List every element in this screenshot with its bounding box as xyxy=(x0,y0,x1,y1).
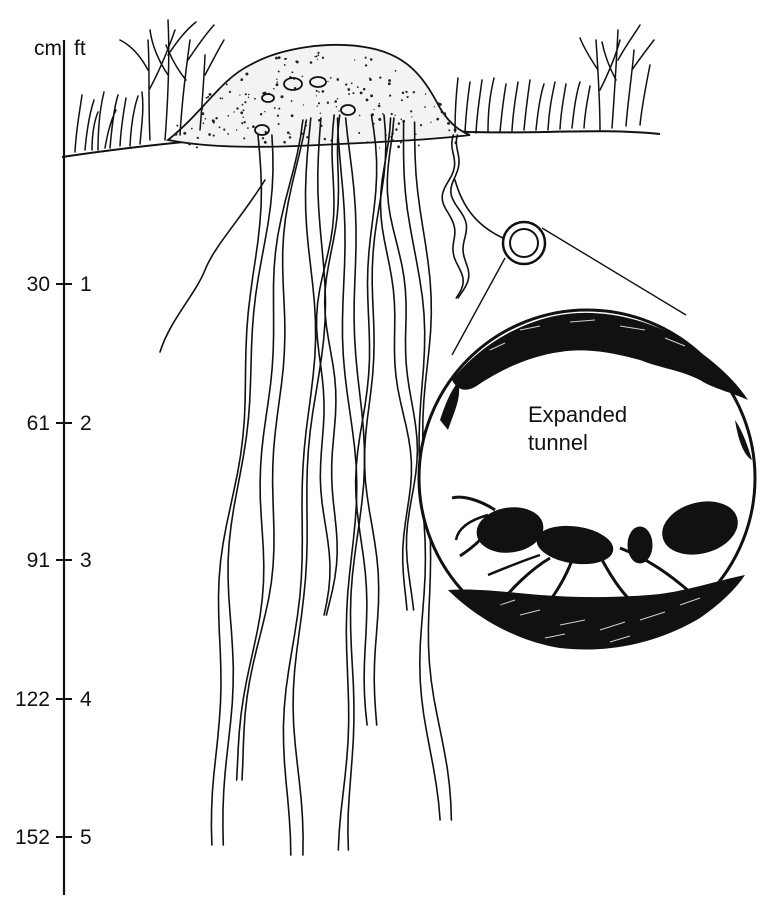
tick-label-cm: 122 xyxy=(0,689,50,710)
tick-label-ft: 1 xyxy=(80,274,92,295)
tick-label-ft: 3 xyxy=(80,550,92,571)
tick-label-ft: 4 xyxy=(80,689,92,710)
scale-unit-cm: cm xyxy=(12,38,62,59)
expanded-tunnel-inset xyxy=(419,310,755,650)
connector-line-right xyxy=(542,228,686,315)
tunnel-wall xyxy=(365,115,386,725)
scale-unit-ft: ft xyxy=(74,38,86,59)
magnifier-circle xyxy=(503,222,545,264)
tunnel-wall xyxy=(242,120,306,780)
tunnel-branch xyxy=(455,180,503,238)
tunnel-wall xyxy=(223,135,273,845)
tunnel-wall xyxy=(317,115,335,615)
tunnel-wall xyxy=(387,118,417,610)
inset-caption-line2: tunnel xyxy=(528,430,588,456)
tick-label-cm: 91 xyxy=(0,550,50,571)
tunnel-wall xyxy=(283,118,315,855)
tunnel-wall xyxy=(237,120,303,780)
tick-label-cm: 61 xyxy=(0,413,50,434)
tick-label-ft: 5 xyxy=(80,827,92,848)
tick-label-cm: 30 xyxy=(0,274,50,295)
tick-label-ft: 2 xyxy=(80,413,92,434)
tick-label-cm: 152 xyxy=(0,827,50,848)
tunnel-wall xyxy=(356,115,377,725)
tunnel-wall xyxy=(442,135,463,298)
inset-caption-line1: Expanded xyxy=(528,402,627,428)
tunnel-branch xyxy=(160,180,265,352)
